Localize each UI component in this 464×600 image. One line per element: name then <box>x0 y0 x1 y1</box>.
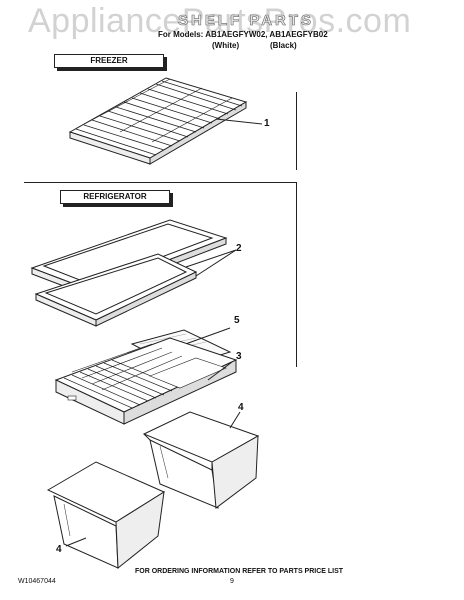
ordering-notice: FOR ORDERING INFORMATION REFER TO PARTS … <box>135 568 344 575</box>
freezer-section-label: FREEZER <box>54 54 164 68</box>
callout-1: 1 <box>264 118 270 129</box>
callout-5: 5 <box>234 315 240 326</box>
page-title: SHELF PARTS <box>178 12 315 30</box>
models-subtitle: For Models: AB1AEGFYW02, AB1AEGFYB02 <box>158 30 328 39</box>
section-divider <box>24 182 296 183</box>
callout-2: 2 <box>236 243 242 254</box>
glass-shelf-lower-drawing <box>34 253 198 327</box>
callout-3: 3 <box>236 351 242 362</box>
freezer-frame-rule <box>296 92 297 170</box>
refrigerator-frame-rule <box>296 182 297 367</box>
crisper-drawer-right-drawing <box>142 411 260 509</box>
refrigerator-section-label: REFRIGERATOR <box>60 190 170 204</box>
crisper-cover-drawing <box>54 337 238 425</box>
doc-number: W10467044 <box>18 578 56 585</box>
color-white-label: (White) <box>212 41 240 50</box>
watermark-text: AppliancePartsPros.com <box>28 2 412 40</box>
callout-4-upper: 4 <box>238 402 244 413</box>
freezer-wire-shelf-drawing <box>68 77 263 165</box>
page-number: 9 <box>230 578 234 585</box>
color-black-label: (Black) <box>270 41 297 50</box>
crisper-drawer-left-drawing <box>46 461 166 570</box>
callout-4-lower: 4 <box>56 544 62 555</box>
